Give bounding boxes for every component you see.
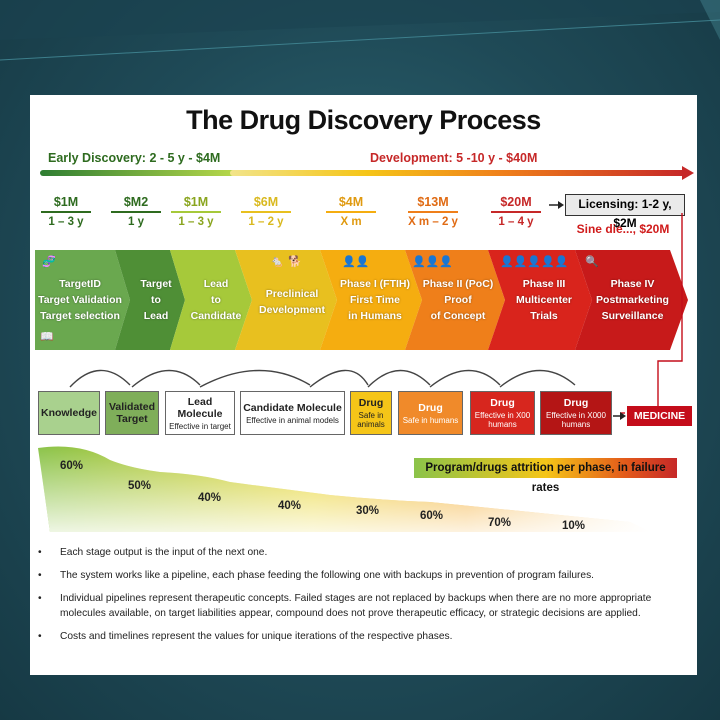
slide-decoration	[0, 0, 720, 61]
attrition-pct-4: 40%	[278, 500, 302, 512]
chevron-target-to-lead	[115, 250, 185, 350]
output-knowledge: Knowledge	[38, 391, 100, 435]
chevron-phase-2	[405, 250, 505, 350]
diagram-card: The Drug Discovery Process Early Discove…	[30, 95, 697, 675]
note-item: •Costs and timelines represent the value…	[38, 631, 453, 643]
medicine-arrow	[613, 412, 626, 420]
attrition-pct-2: 50%	[128, 480, 152, 492]
people-icon: 👤👤	[342, 256, 370, 268]
medicine-box: MEDICINE	[627, 406, 692, 426]
attrition-pct-3: 40%	[198, 492, 222, 504]
note-item: •The system works like a pipeline, each …	[38, 569, 595, 581]
early-discovery-bar	[40, 170, 235, 176]
book-icon: 📖	[40, 331, 54, 343]
dog-icon: 🐕	[288, 256, 302, 268]
attrition-pct-8: 10%	[562, 520, 586, 532]
licensing-connector	[620, 213, 683, 414]
chevron-phase-3	[488, 250, 592, 350]
attrition-label: Program/drugs attrition per phase, in fa…	[414, 458, 677, 494]
notes-list: •Each stage output is the input of the n…	[38, 545, 688, 652]
licensing-arrow	[549, 201, 564, 209]
development-bar	[230, 170, 685, 176]
attrition-pct-1: 60%	[60, 460, 84, 472]
attrition-pct-6: 60%	[420, 510, 444, 522]
output-validated-target: Validated Target	[105, 391, 159, 435]
output-flow-arcs	[69, 369, 576, 388]
note-item: •Individual pipelines represent therapeu…	[38, 592, 652, 620]
development-bar-arrow	[682, 166, 694, 180]
note-item: •Each stage output is the input of the n…	[38, 547, 268, 558]
page-title: The Drug Discovery Process	[186, 105, 541, 135]
chevron-preclinical	[235, 250, 337, 350]
licensing-box: Licensing: 1-2 y, $2M	[565, 194, 685, 230]
licensing-sub-label: Sine die..., $20M	[576, 222, 670, 236]
mouse-icon: 🐁	[270, 256, 284, 268]
phase-chevrons	[35, 250, 688, 350]
attrition-pct-7: 70%	[488, 517, 512, 529]
chevron-target-id	[35, 250, 130, 350]
chevron-lead-to-candidate	[170, 250, 252, 350]
attrition-shape	[38, 446, 650, 532]
people-group-icon: 👤👤👤	[412, 256, 454, 268]
attrition-pct-5: 30%	[356, 505, 380, 517]
crowd-icon: 👤👤👤👤👤	[500, 256, 569, 268]
development-label: Development: 5 -10 y - $40M	[370, 151, 538, 165]
chevron-phase-4	[575, 250, 688, 350]
magnifier-icon: 🔍	[585, 256, 599, 268]
chevron-phase-1	[320, 250, 422, 350]
early-discovery-label: Early Discovery: 2 - 5 y - $4M	[48, 151, 221, 165]
dna-icon: 🧬	[42, 256, 56, 268]
